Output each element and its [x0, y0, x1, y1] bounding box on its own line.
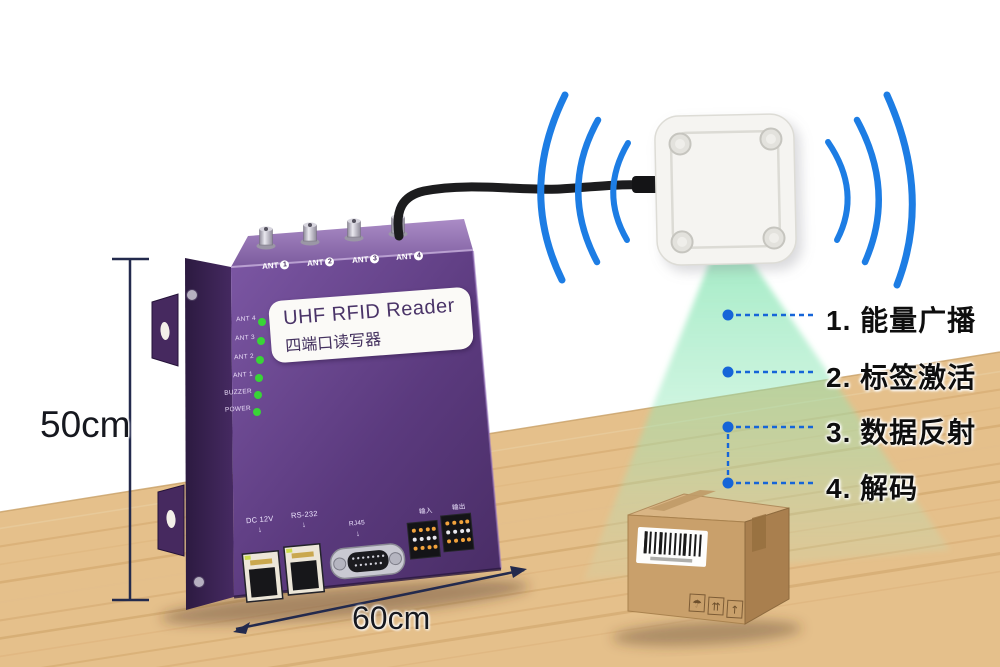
height-dimension-label: 50cm — [40, 404, 131, 445]
table-edge — [0, 351, 1000, 513]
antenna-screws — [668, 127, 786, 254]
device-top-face — [231, 219, 473, 267]
cardboard-box: ☂ ⇈ ↑ — [627, 490, 790, 625]
device-side-face — [185, 258, 234, 610]
height-dimension-line — [112, 257, 149, 602]
annotation-leaders — [726, 313, 817, 485]
annotation-data-reflection: 3. 数据反射 — [826, 417, 977, 448]
side-screw-bottom — [193, 576, 205, 588]
width-dimension-label: 60cm — [352, 600, 431, 636]
db15-connector — [329, 543, 406, 580]
bottom-ports — [241, 512, 475, 603]
antenna-groove — [669, 129, 782, 250]
io-left-label: 输入 — [418, 507, 433, 516]
side-screw-top — [186, 289, 198, 301]
barcode-label — [636, 527, 708, 567]
db15-port-label: RJ45 — [348, 519, 366, 528]
status-led-dots — [253, 318, 266, 416]
keep-dry-icon: ☂ — [692, 597, 703, 611]
io-terminal-blocks — [406, 512, 475, 560]
antenna-cable — [393, 176, 660, 241]
cable-connector — [632, 176, 660, 193]
signal-waves-left — [537, 91, 631, 284]
this-way-up-icon: ⇈ — [711, 600, 721, 614]
panel-antenna — [654, 113, 803, 272]
annotation-dots — [722, 309, 734, 489]
down-arrow-icon: ↓ — [355, 528, 361, 539]
width-dimension-line — [233, 566, 527, 634]
rfid-reader-device — [151, 214, 502, 610]
shipping-icons — [688, 593, 744, 619]
device-shadow — [160, 580, 530, 624]
annotation-tag-activation: 2. 标签激活 — [826, 362, 977, 393]
packing-tape-side — [752, 514, 766, 552]
ear-hole-bottom — [166, 510, 176, 528]
ear-hole-top — [160, 322, 170, 340]
arrow-up-icon: ↑ — [730, 603, 740, 617]
annotation-energy-broadcast: 1. 能量广播 — [826, 305, 977, 336]
down-arrow-icon: ↓ — [257, 524, 263, 535]
barcode-digits — [650, 556, 693, 563]
io-right-label: 输出 — [451, 503, 466, 512]
box-shadow — [612, 620, 802, 646]
packing-tape-top — [648, 490, 716, 511]
signal-waves-right — [825, 91, 916, 289]
down-arrow-icon: ↓ — [301, 519, 307, 530]
annotation-decode: 4. 解码 — [826, 473, 919, 504]
